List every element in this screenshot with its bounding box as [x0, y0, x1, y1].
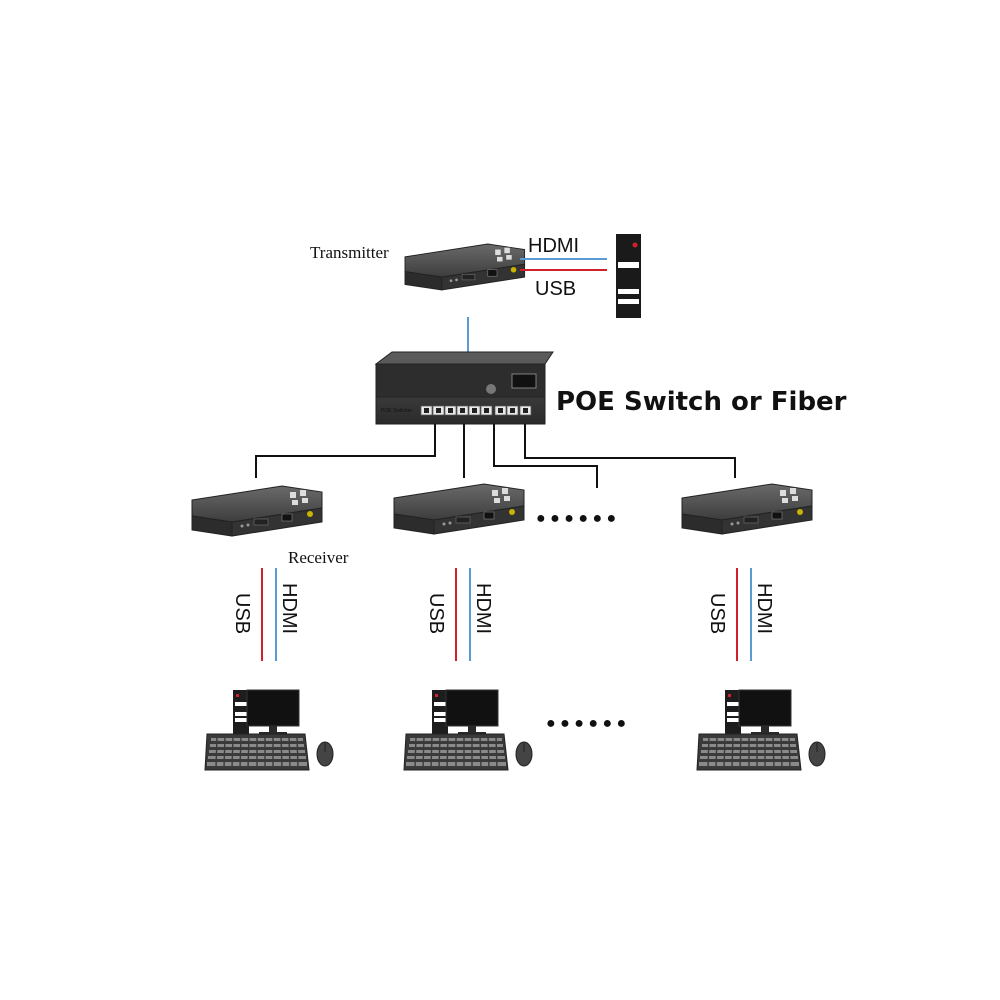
- usb-label-3: USB: [706, 593, 728, 634]
- downlink-cables: [255, 424, 736, 488]
- computer-2: [403, 689, 533, 771]
- source-pc-tower: [616, 234, 641, 318]
- hdmi-label-2: HDMI: [472, 583, 494, 634]
- receiver-device-1: [191, 485, 323, 537]
- receiver-label: Receiver: [288, 548, 349, 567]
- receiver-cables-1: [261, 568, 277, 661]
- poe-switch: [374, 351, 554, 425]
- dots-receivers: ● ● ● ● ● ●: [536, 510, 616, 527]
- computer-1: [204, 689, 334, 771]
- switch-label: POE Switch or Fiber: [556, 387, 847, 417]
- usb-label-transmitter: USB: [535, 278, 576, 300]
- hdmi-label-1: HDMI: [278, 583, 300, 634]
- switch-panel-label: POE Switcher: [381, 408, 412, 414]
- hdmi-label-3: HDMI: [753, 583, 775, 634]
- receiver-cables-2: [455, 568, 471, 661]
- receiver-device-3: [681, 483, 813, 535]
- computer-3: [696, 689, 826, 771]
- usb-label-1: USB: [231, 593, 253, 634]
- hdmi-label-transmitter: HDMI: [528, 235, 579, 257]
- dots-computers: ● ● ● ● ● ●: [546, 715, 626, 732]
- usb-label-2: USB: [425, 593, 447, 634]
- transmitter-device: [404, 243, 526, 291]
- receiver-device-2: [393, 483, 525, 535]
- receiver-cables-3: [736, 568, 752, 661]
- transmitter-label: Transmitter: [310, 243, 389, 262]
